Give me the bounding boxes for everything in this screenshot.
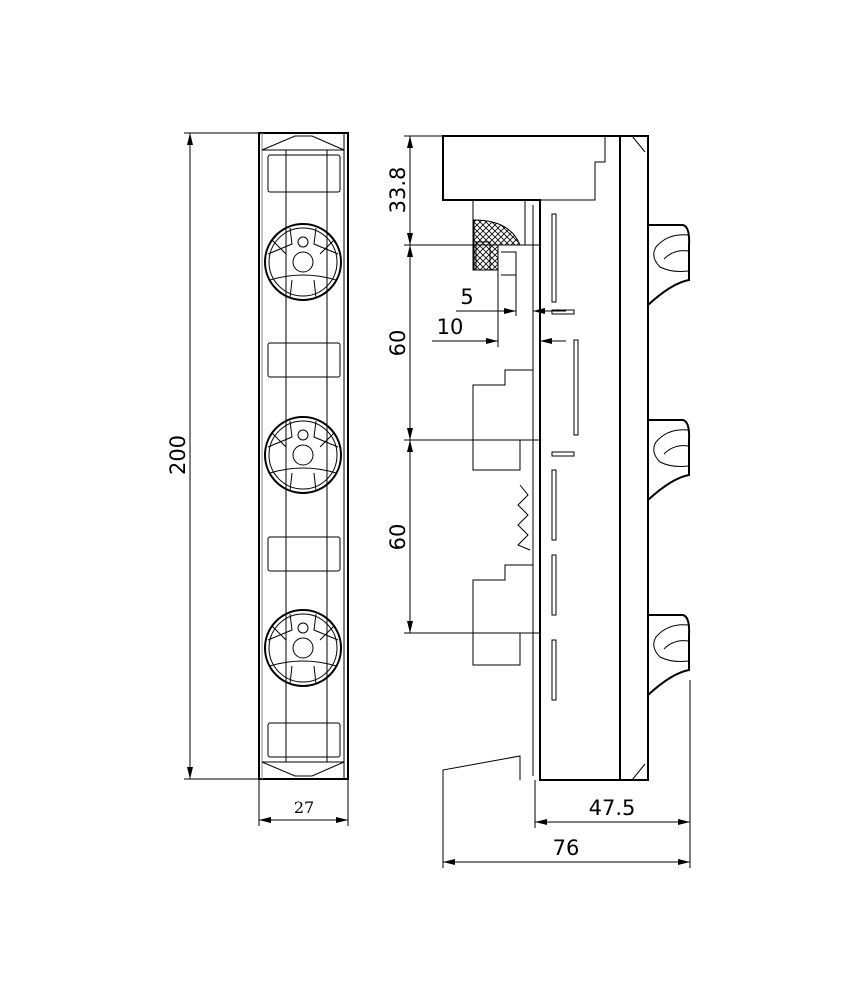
front-view: 200 27: [166, 132, 349, 826]
handle-knobs: [647, 224, 691, 696]
screw-icon: [264, 609, 342, 687]
side-view: 33.8 60 60 5 10 47.5 76: [386, 135, 691, 868]
small-offset-dimension-label: 5: [460, 285, 473, 309]
screw-icon: [264, 223, 342, 301]
terminal-screw-icons: [264, 223, 342, 687]
front-outline: [258, 132, 349, 780]
height-dimension-label: 200: [166, 435, 190, 475]
label-windows: [267, 154, 341, 758]
top-offset-dimension-label: 33.8: [386, 167, 410, 214]
screw-icon: [264, 416, 342, 494]
knob-icon: [647, 224, 691, 306]
offset-dimension-label: 10: [437, 315, 464, 339]
knob-icon: [647, 419, 691, 501]
pitch-dimension-label-1: 60: [386, 330, 410, 357]
width-dimension-label: 27: [294, 798, 314, 817]
knob-icon: [647, 614, 691, 696]
total-depth-dimension-label: 76: [553, 836, 580, 860]
contact-blades: [517, 213, 579, 701]
pitch-dimension-label-2: 60: [386, 524, 410, 551]
depth-dimension-label: 47.5: [589, 796, 636, 820]
